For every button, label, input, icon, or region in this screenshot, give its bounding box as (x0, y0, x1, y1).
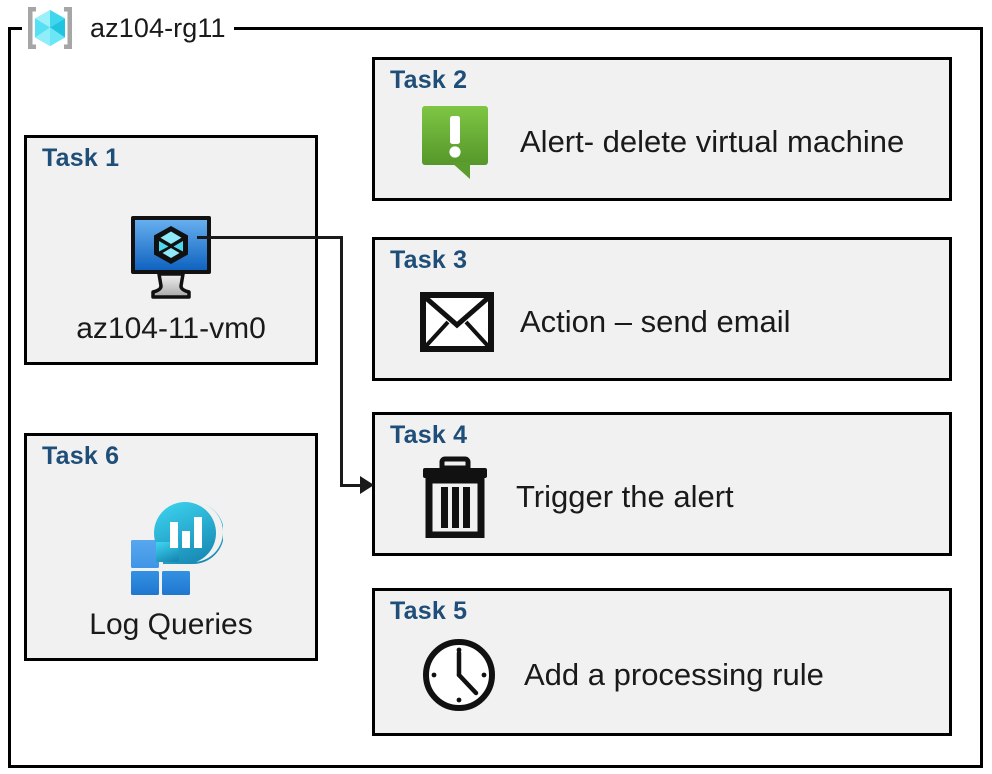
alert-exclamation-bubble-icon (420, 104, 494, 180)
card-task-5[interactable]: Task 5 Add a processing rule (372, 588, 952, 736)
virtual-machine-monitor-icon (125, 214, 217, 302)
card-task-3-title: Task 3 (390, 246, 468, 274)
card-task-6-label: Log Queries (89, 608, 253, 641)
resource-group-cube-icon (22, 3, 78, 53)
trash-can-icon (420, 456, 490, 538)
log-analytics-icon (119, 498, 223, 598)
card-task-6[interactable]: Task 6 (24, 433, 318, 661)
card-task-3[interactable]: Task 3 Action – send email (372, 237, 952, 381)
resource-group-name: az104-rg11 (90, 12, 226, 43)
connector-segment-horizontal-bottom (340, 484, 366, 487)
card-task-2-label: Alert- delete virtual machine (520, 124, 905, 159)
card-task-2[interactable]: Task 2 Alert- delete virtual machine (372, 57, 952, 201)
card-task-4-title: Task 4 (390, 421, 468, 449)
card-task-2-title: Task 2 (390, 66, 468, 94)
card-task-5-title: Task 5 (390, 597, 468, 625)
card-task-1-title: Task 1 (42, 144, 120, 172)
card-task-5-label: Add a processing rule (524, 657, 824, 692)
connector-segment-vertical (340, 236, 343, 486)
card-task-4[interactable]: Task 4 Trigger the alert (372, 412, 952, 556)
arrow-head-right-icon (360, 476, 374, 494)
envelope-icon (420, 292, 494, 352)
card-task-1[interactable]: Task 1 (24, 135, 318, 365)
card-task-4-label: Trigger the alert (516, 479, 734, 514)
card-task-3-label: Action – send email (520, 304, 791, 339)
clock-icon (420, 636, 498, 714)
connector-segment-horizontal-top (197, 236, 343, 239)
card-task-6-title: Task 6 (42, 442, 120, 470)
card-task-1-label: az104-11-vm0 (76, 312, 266, 345)
resource-group-header: az104-rg11 (22, 2, 234, 54)
